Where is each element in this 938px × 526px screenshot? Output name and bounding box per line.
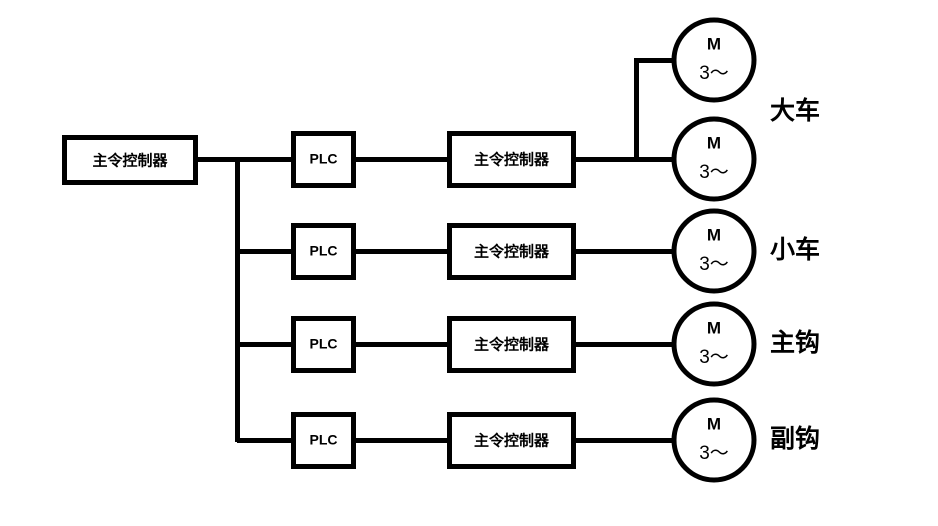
motor-phase-row1-a: 3～ bbox=[699, 63, 729, 84]
motor-circle-row1-a[interactable] bbox=[671, 17, 757, 103]
master-controller-label: 主令控制器 bbox=[92, 152, 168, 170]
controller-box-row4[interactable] bbox=[447, 412, 576, 469]
motor-circle-row3[interactable] bbox=[671, 301, 757, 387]
motor-circle-row1-b[interactable] bbox=[671, 116, 757, 202]
controller-label-row3: 主令控制器 bbox=[474, 336, 550, 354]
motor-circle-row2[interactable] bbox=[671, 208, 757, 294]
motor-symbol-row3: M bbox=[707, 318, 721, 337]
plc-label-row2: PLC bbox=[310, 243, 338, 259]
controller-label-row1: 主令控制器 bbox=[474, 151, 550, 169]
branch-trolley-cross-travel: PLC 主令控制器 M 3～ 小车 bbox=[291, 208, 820, 294]
controller-label-row2: 主令控制器 bbox=[474, 243, 550, 261]
side-label-row3: 主钩 bbox=[770, 328, 820, 357]
controller-box-row2[interactable] bbox=[447, 223, 576, 280]
motor-phase-row2: 3～ bbox=[699, 254, 729, 275]
motor-phase-row4: 3～ bbox=[699, 443, 729, 464]
controller-label-row4: 主令控制器 bbox=[474, 432, 550, 450]
motor-phase-row1-b: 3～ bbox=[699, 162, 729, 183]
master-controller-box[interactable] bbox=[62, 135, 198, 185]
plc-box-row1[interactable] bbox=[291, 131, 356, 188]
motor-phase-row3: 3～ bbox=[699, 347, 729, 368]
side-label-row4: 副钩 bbox=[770, 424, 820, 453]
side-label-row1: 大车 bbox=[770, 96, 820, 125]
motor-symbol-row1-b: M bbox=[707, 133, 721, 152]
plc-label-row1: PLC bbox=[310, 151, 338, 167]
plc-box-row2[interactable] bbox=[291, 223, 356, 280]
branch-main-hook: PLC 主令控制器 M 3～ 主钩 bbox=[291, 301, 820, 387]
side-label-row2: 小车 bbox=[770, 235, 820, 264]
wiring-layer bbox=[196, 58, 675, 443]
plc-box-row3[interactable] bbox=[291, 316, 356, 373]
controller-box-row1[interactable] bbox=[447, 131, 576, 188]
plc-label-row4: PLC bbox=[310, 432, 338, 448]
plc-label-row3: PLC bbox=[310, 336, 338, 352]
plc-box-row4[interactable] bbox=[291, 412, 356, 469]
branch-trolley-long-travel: PLC 主令控制器 M 3～ M 3～ 大车 bbox=[291, 17, 820, 202]
motor-symbol-row1-a: M bbox=[707, 34, 721, 53]
master-controller-node[interactable]: 主令控制器 bbox=[62, 135, 198, 185]
motor-symbol-row2: M bbox=[707, 225, 721, 244]
controller-box-row3[interactable] bbox=[447, 316, 576, 373]
motor-symbol-row4: M bbox=[707, 414, 721, 433]
branch-auxiliary-hook: PLC 主令控制器 M 3～ 副钩 bbox=[291, 397, 820, 483]
motor-circle-row4[interactable] bbox=[671, 397, 757, 483]
